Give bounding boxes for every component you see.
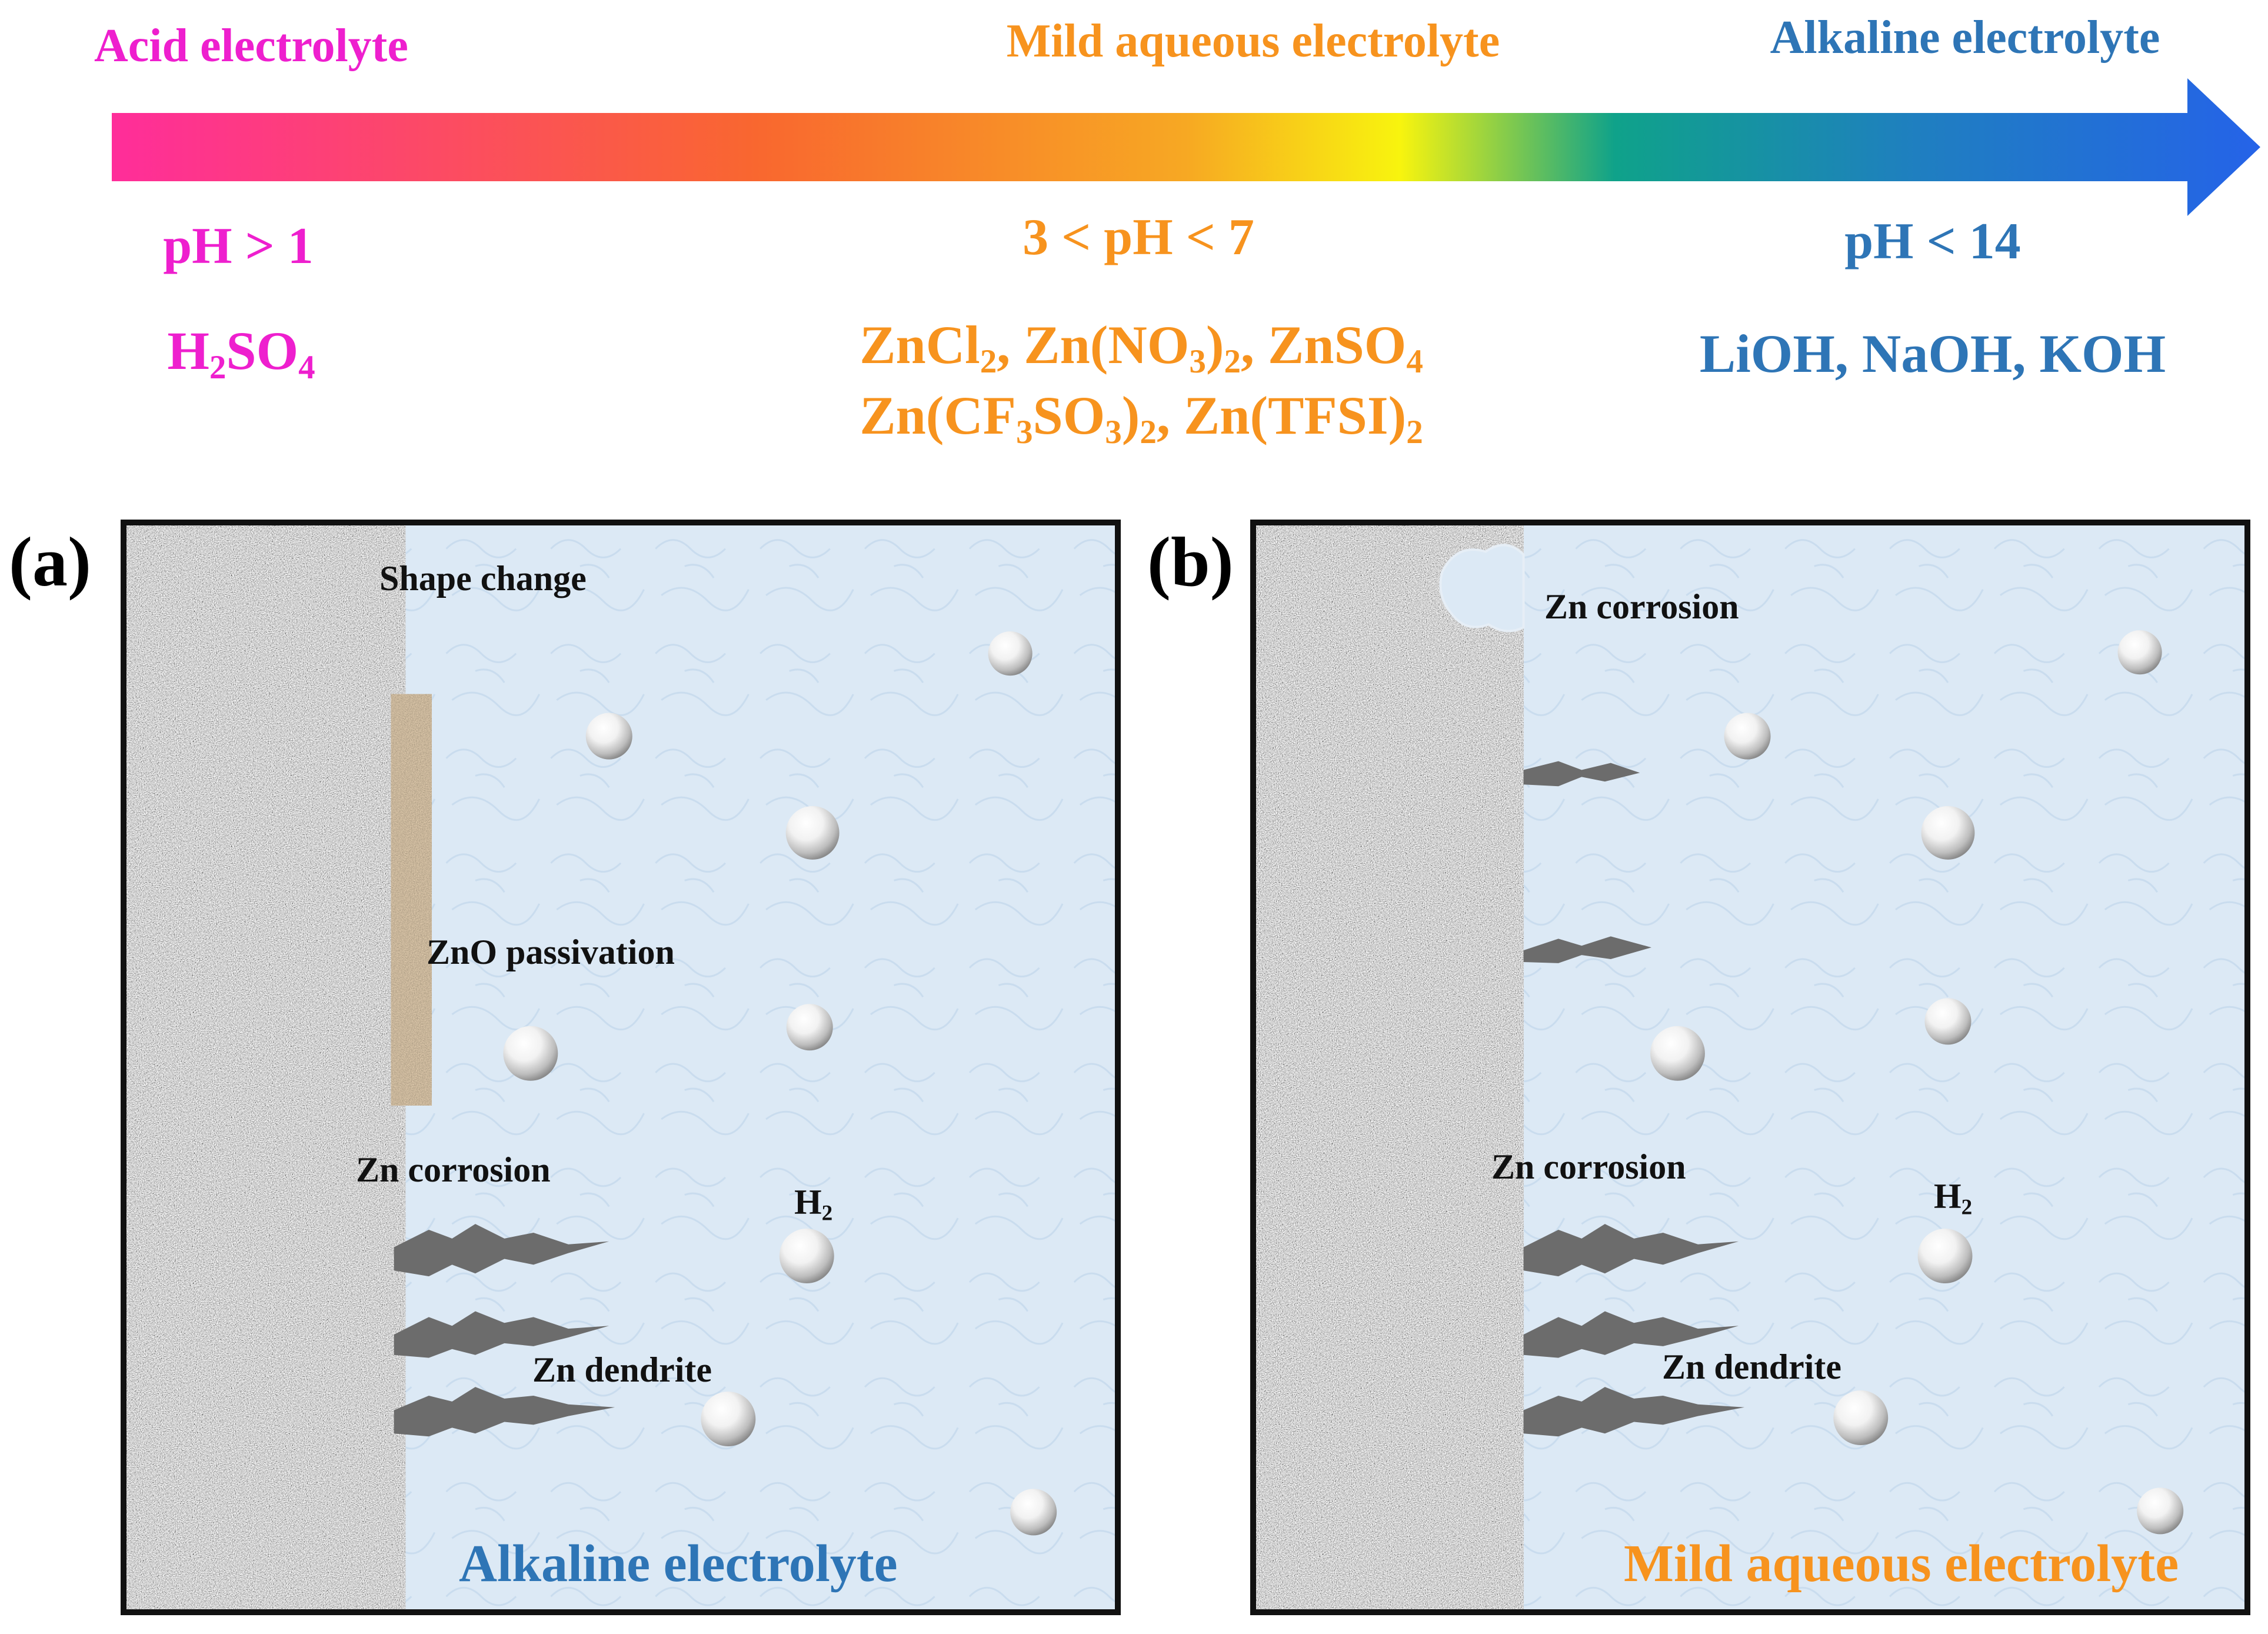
label-shape-change: Shape change — [379, 559, 587, 598]
panel-b: Zn corrosion Zn corrosion H2 Zn dendrite… — [1250, 520, 2250, 1615]
h2-bubble — [1724, 713, 1771, 760]
label-electrolyte-type: Alkaline electrolyte — [459, 1535, 898, 1593]
h2-bubble — [1924, 998, 1971, 1045]
h2-bubble — [1010, 1489, 1057, 1536]
h2-bubble — [1917, 1229, 1973, 1284]
h2-bubble — [1833, 1390, 1889, 1446]
acid-ph-range: pH > 1 — [163, 218, 314, 275]
label-zn-corrosion: Zn corrosion — [1491, 1147, 1686, 1186]
label-zno-passivation: ZnO passivation — [427, 933, 675, 971]
zno-passivation-layer — [391, 694, 432, 1106]
mild-electrolyte-title: Mild aqueous electrolyte — [1006, 15, 1500, 67]
label-electrolyte-type: Mild aqueous electrolyte — [1624, 1535, 2179, 1593]
h2-bubble — [786, 1004, 833, 1051]
panel-a: Shape change ZnO passivation Zn corrosio… — [121, 520, 1121, 1615]
h2-bubble — [2137, 1487, 2184, 1535]
panel-b-scene — [1256, 525, 2244, 1609]
alkaline-electrolyte-title: Alkaline electrolyte — [1770, 12, 2160, 64]
label-zn-dendrite: Zn dendrite — [532, 1350, 712, 1389]
h2-bubble — [2117, 630, 2162, 675]
zn-dendrite — [1523, 761, 1745, 1437]
h2-bubble — [988, 631, 1033, 676]
panel-a-tag: (a) — [9, 523, 91, 601]
label-h2: H2 — [1934, 1177, 1973, 1220]
h2-bubble — [1650, 1026, 1705, 1081]
alkaline-ph-range: pH < 14 — [1844, 213, 2021, 270]
panel-b-tag: (b) — [1147, 523, 1234, 601]
h2-bubble — [503, 1026, 558, 1081]
label-zn-dendrite: Zn dendrite — [1662, 1347, 1842, 1386]
h2-bubble — [1921, 806, 1975, 860]
zn-dendrite — [394, 1224, 615, 1437]
mild-salts-line1: ZnCl2, Zn(NO3)2, ZnSO4 — [860, 315, 1423, 380]
h2-bubbles — [503, 631, 1057, 1536]
label-h2: H2 — [794, 1183, 833, 1226]
ph-gradient-arrow — [112, 78, 2260, 216]
h2-bubble — [585, 713, 632, 760]
h2-bubbles — [1650, 630, 2184, 1535]
acid-electrolyte-title: Acid electrolyte — [94, 20, 408, 72]
panel-a-scene — [126, 525, 1115, 1609]
alkaline-salts: LiOH, NaOH, KOH — [1699, 324, 2166, 384]
zinc-electrode — [1256, 525, 1524, 1609]
zinc-electrode — [126, 525, 406, 1609]
zn-corrosion-pit — [1439, 544, 1525, 633]
label-zn-corrosion-top: Zn corrosion — [1544, 587, 1739, 626]
h2-bubble — [779, 1229, 834, 1284]
label-zn-corrosion: Zn corrosion — [356, 1150, 551, 1189]
acid-salts: H2SO4 — [167, 321, 315, 386]
h2-bubble — [701, 1392, 756, 1447]
mild-ph-range: 3 < pH < 7 — [1023, 209, 1254, 266]
mild-salts-line2: Zn(CF3SO3)2, Zn(TFSI)2 — [860, 385, 1423, 451]
h2-bubble — [785, 806, 840, 860]
